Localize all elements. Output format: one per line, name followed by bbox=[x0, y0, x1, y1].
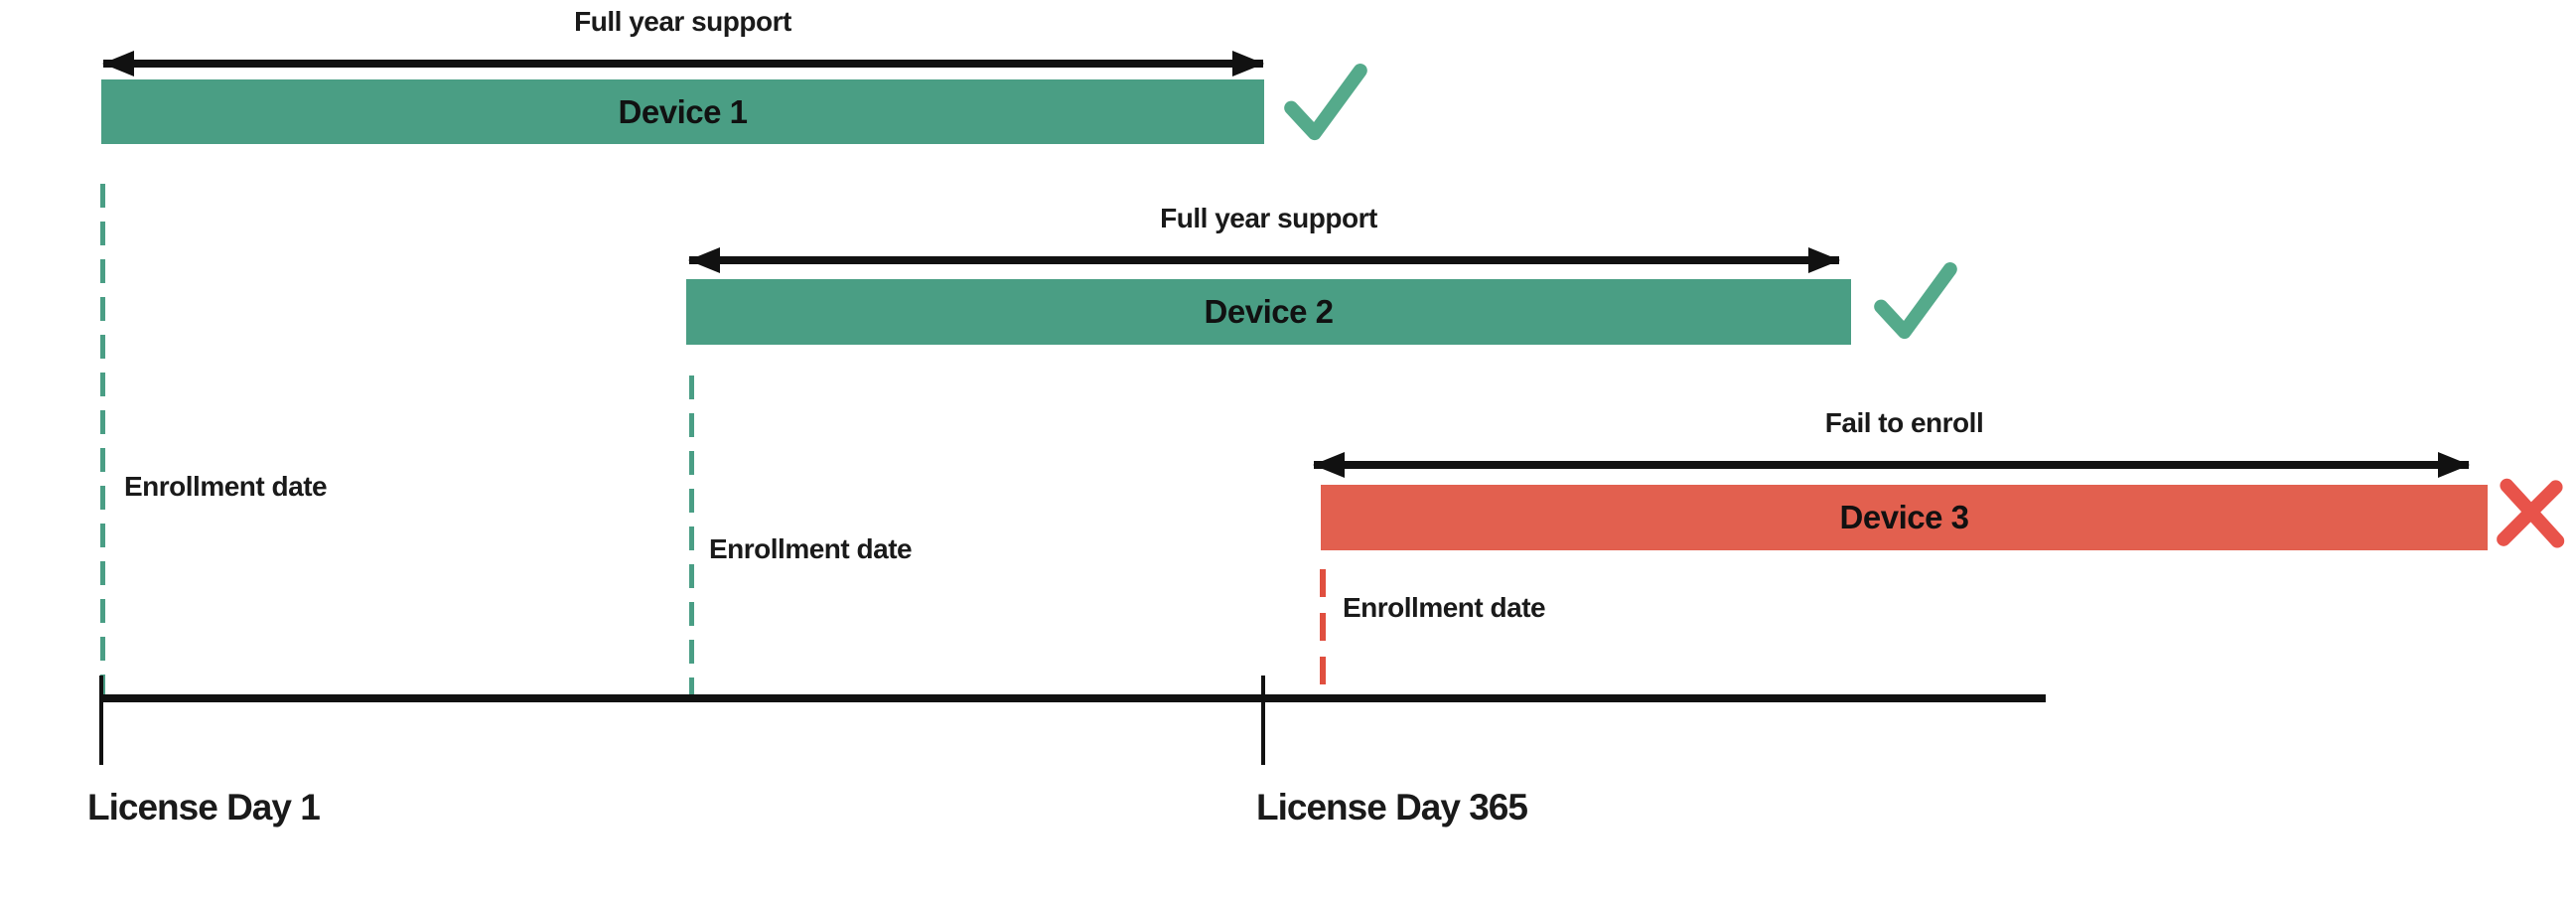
device-3-enrollment-dashed-line bbox=[1320, 569, 1326, 695]
device-1-label: Device 1 bbox=[618, 92, 748, 130]
check-icon bbox=[1869, 254, 1962, 348]
check-icon bbox=[1279, 56, 1372, 149]
device-2-bar: Device 2 bbox=[686, 279, 1851, 345]
device-2-enrollment-label: Enrollment date bbox=[709, 533, 913, 564]
cross-icon bbox=[2491, 471, 2572, 552]
device-1-bar: Device 1 bbox=[101, 79, 1264, 144]
device-3-label: Device 3 bbox=[1839, 499, 1969, 535]
timeline-axis bbox=[101, 694, 2046, 702]
device-1-enrollment-dashed-line bbox=[100, 184, 105, 695]
license-day-365-label: License Day 365 bbox=[1256, 787, 1528, 827]
device-2-enrollment-dashed-line bbox=[689, 376, 694, 695]
device-3-support-label: Fail to enroll bbox=[1824, 407, 1984, 438]
device-3-bar: Device 3 bbox=[1321, 485, 2488, 550]
device-3-range-arrow bbox=[1313, 452, 2470, 478]
timeline-tick-day-365 bbox=[1261, 676, 1265, 765]
license-day-1-label: License Day 1 bbox=[87, 787, 321, 827]
device-1-enrollment-label: Enrollment date bbox=[124, 471, 328, 502]
device-1-support-label: Full year support bbox=[574, 6, 791, 37]
timeline-tick-day-1 bbox=[99, 676, 103, 765]
device-1-range-arrow bbox=[102, 51, 1264, 76]
device-3-enrollment-label: Enrollment date bbox=[1343, 592, 1546, 623]
device-2-label: Device 2 bbox=[1204, 293, 1334, 330]
device-2-support-label: Full year support bbox=[1160, 203, 1377, 233]
device-2-range-arrow bbox=[688, 247, 1840, 273]
